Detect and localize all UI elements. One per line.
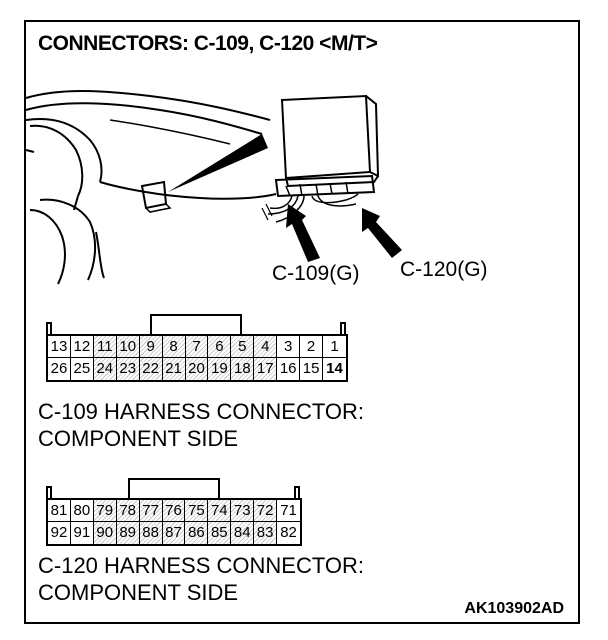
pin-5: 5 — [231, 336, 255, 358]
pin-85: 85 — [208, 522, 232, 544]
connector-c120-left-ear — [46, 486, 52, 500]
pin-17: 17 — [254, 358, 278, 380]
pin-89: 89 — [116, 522, 140, 544]
pin-16: 16 — [277, 358, 301, 380]
pin-4: 4 — [254, 336, 278, 358]
caption-c120-line2: COMPONENT SIDE — [38, 580, 239, 605]
pin-18: 18 — [231, 358, 255, 380]
pin-20: 20 — [185, 358, 209, 380]
pin-87: 87 — [162, 522, 186, 544]
caption-c109-line2: COMPONENT SIDE — [38, 426, 239, 451]
pin-78: 78 — [116, 500, 140, 522]
pin-72: 72 — [254, 500, 278, 522]
pin-74: 74 — [208, 500, 232, 522]
pin-7: 7 — [185, 336, 209, 358]
pin-6: 6 — [208, 336, 232, 358]
pin-11: 11 — [93, 336, 117, 358]
pin-83: 83 — [254, 522, 278, 544]
pin-24: 24 — [93, 358, 117, 380]
label-c109: C-109(G) — [272, 262, 360, 285]
pin-77: 77 — [139, 500, 163, 522]
pin-76: 76 — [162, 500, 186, 522]
pin-26: 26 — [48, 358, 71, 380]
connector-c109-left-ear — [46, 322, 52, 336]
caption-c120: C-120 HARNESS CONNECTOR: COMPONENT SIDE — [38, 552, 364, 606]
diagram-frame — [24, 20, 580, 624]
connector-c109-tab — [150, 314, 242, 334]
pin-84: 84 — [231, 522, 255, 544]
pin-81: 81 — [48, 500, 71, 522]
pin-79: 79 — [93, 500, 117, 522]
pin-10: 10 — [116, 336, 140, 358]
caption-c109-line1: C-109 HARNESS CONNECTOR: — [38, 399, 364, 424]
pin-92: 92 — [48, 522, 71, 544]
pin-86: 86 — [185, 522, 209, 544]
pin-8: 8 — [162, 336, 186, 358]
pin-15: 15 — [300, 358, 324, 380]
caption-c120-line1: C-120 HARNESS CONNECTOR: — [38, 553, 364, 578]
pin-75: 75 — [185, 500, 209, 522]
connector-c109-right-ear — [340, 322, 346, 336]
figure-code: AK103902AD — [464, 600, 564, 617]
pin-82: 82 — [280, 524, 297, 541]
connector-c120-right-ear — [294, 486, 300, 500]
pin-3: 3 — [277, 336, 301, 358]
pin-9: 9 — [139, 336, 163, 358]
diagram-title: CONNECTORS: C-109, C-120 <M/T> — [38, 32, 378, 55]
pin-71: 71 — [277, 500, 300, 522]
pin-14: 14 — [326, 360, 343, 377]
pin-80: 80 — [70, 500, 94, 522]
pin-13: 13 — [48, 336, 71, 358]
pin-23: 23 — [116, 358, 140, 380]
pin-90: 90 — [93, 522, 117, 544]
pin-91: 91 — [71, 522, 94, 544]
pin-1: 1 — [323, 336, 346, 358]
pin-21: 21 — [162, 358, 186, 380]
caption-c109: C-109 HARNESS CONNECTOR: COMPONENT SIDE — [38, 398, 364, 452]
pin-19: 19 — [208, 358, 232, 380]
pin-12: 12 — [70, 336, 94, 358]
pin-22: 22 — [139, 358, 163, 380]
pin-88: 88 — [139, 522, 163, 544]
pin-73: 73 — [231, 500, 255, 522]
label-c120: C-120(G) — [400, 258, 488, 281]
pin-25: 25 — [71, 358, 94, 380]
connector-c120-tab — [128, 478, 220, 498]
pin-2: 2 — [300, 336, 324, 358]
